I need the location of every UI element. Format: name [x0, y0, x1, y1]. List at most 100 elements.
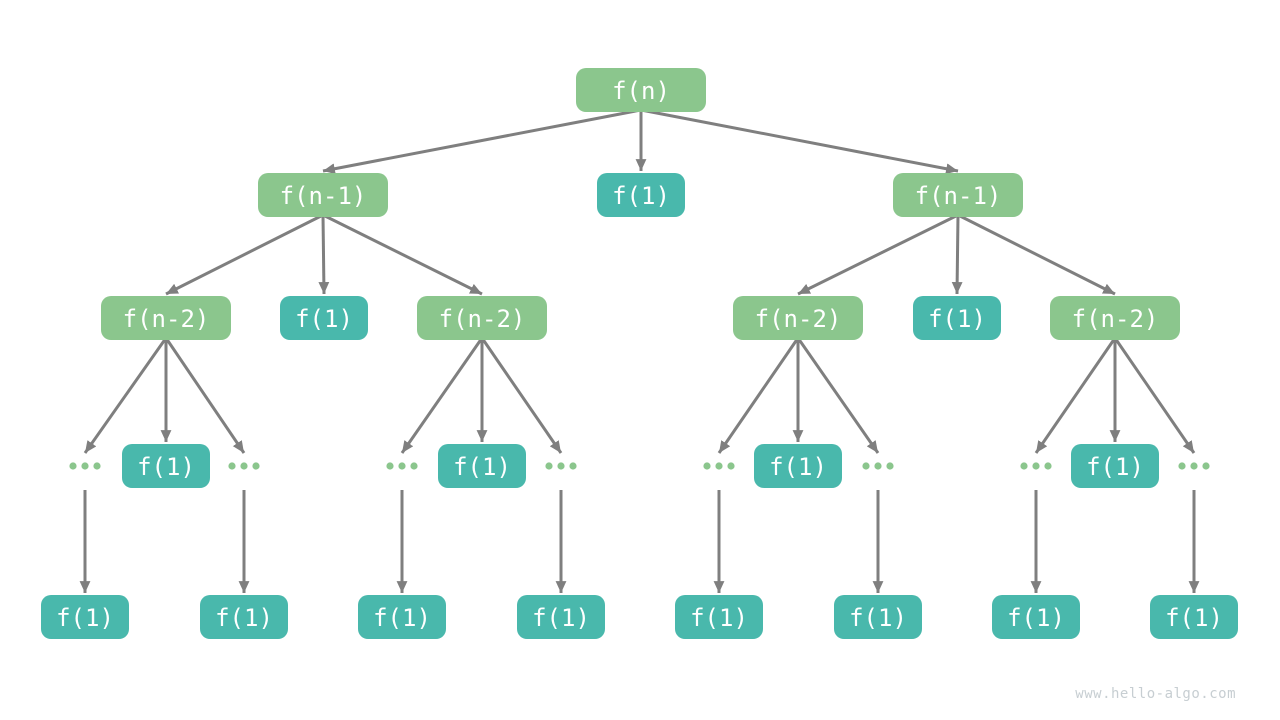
- dot-icon: [1178, 462, 1186, 470]
- tree-node-label: f(n-1): [280, 182, 367, 210]
- tree-node-box: [41, 595, 129, 639]
- tree-node-box: [733, 296, 863, 340]
- tree-node-box: [992, 595, 1080, 639]
- edge-arrow: [1113, 337, 1196, 454]
- edge-arrow: [796, 337, 880, 454]
- tree-node-box: [417, 296, 547, 340]
- ellipsis-dots: [228, 462, 260, 470]
- tree-node-box: [576, 68, 706, 112]
- tree-node-l7: f(1): [992, 595, 1080, 639]
- tree-node-label: f(1): [849, 604, 907, 632]
- tree-node-label: f(n-2): [123, 305, 210, 333]
- tree-node-box: [358, 595, 446, 639]
- dot-icon: [545, 462, 553, 470]
- watermark: www.hello-algo.com: [1075, 686, 1236, 702]
- ellipsis-dots: [545, 462, 577, 470]
- tree-node-box: [834, 595, 922, 639]
- dot-icon: [1044, 462, 1052, 470]
- tree-node-box: [280, 296, 368, 340]
- tree-node-label: f(1): [1007, 604, 1065, 632]
- dot-icon: [81, 462, 89, 470]
- nodes-layer: f(n) f(n-1) f(1) f(n-1) f(n-2) f(1) f(n-2) f(n-…: [41, 68, 1238, 639]
- dot-icon: [874, 462, 882, 470]
- tree-node-label: f(1): [215, 604, 273, 632]
- tree-node-label: f(1): [532, 604, 590, 632]
- tree-node-label: f(1): [928, 305, 986, 333]
- dot-icon: [886, 462, 894, 470]
- edge-arrow: [165, 213, 324, 296]
- tree-node-b6: f(n-2): [1050, 296, 1180, 340]
- tree-node-label: f(1): [137, 453, 195, 481]
- tree-node-l2: f(1): [200, 595, 288, 639]
- tree-node-label: f(1): [769, 453, 827, 481]
- tree-node-c4: f(1): [1071, 444, 1159, 488]
- tree-node-l3: f(1): [358, 595, 446, 639]
- dot-icon: [1202, 462, 1210, 470]
- edge-arrow: [640, 108, 959, 175]
- tree-node-c2: f(1): [438, 444, 526, 488]
- tree-node-l8: f(1): [1150, 595, 1238, 639]
- edge-arrow: [717, 337, 800, 454]
- dot-icon: [1190, 462, 1198, 470]
- tree-node-label: f(n-2): [1072, 305, 1159, 333]
- dot-icon: [862, 462, 870, 470]
- dot-icon: [240, 462, 248, 470]
- tree-node-label: f(n-2): [439, 305, 526, 333]
- dot-icon: [69, 462, 77, 470]
- ellipsis-dots: [862, 462, 894, 470]
- tree-node-box: [122, 444, 210, 488]
- tree-node-box: [913, 296, 1001, 340]
- dot-icon: [1032, 462, 1040, 470]
- tree-node-b1: f(n-2): [101, 296, 231, 340]
- tree-node-box: [517, 595, 605, 639]
- tree-node-l6: f(1): [834, 595, 922, 639]
- tree-node-c3: f(1): [754, 444, 842, 488]
- tree-node-b2: f(1): [280, 296, 368, 340]
- ellipsis-dots: [69, 462, 101, 470]
- tree-node-label: f(n-1): [915, 182, 1002, 210]
- tree-node-box: [258, 173, 388, 217]
- tree-node-b5: f(1): [913, 296, 1001, 340]
- ellipsis-dots: [1178, 462, 1210, 470]
- ellipsis-dots: [1020, 462, 1052, 470]
- edge-arrow: [797, 213, 959, 296]
- edge-arrow: [957, 213, 1116, 296]
- tree-node-label: f(1): [690, 604, 748, 632]
- edge-arrow: [951, 214, 963, 295]
- tree-node-label: f(1): [612, 182, 670, 210]
- tree-node-box: [675, 595, 763, 639]
- edge-arrow: [322, 108, 642, 175]
- tree-node-c1: f(1): [122, 444, 210, 488]
- dot-icon: [410, 462, 418, 470]
- tree-node-n0: f(n): [576, 68, 706, 112]
- edge-arrow: [480, 337, 563, 454]
- tree-node-label: f(n): [612, 77, 670, 105]
- edge-arrow: [322, 213, 483, 296]
- dot-icon: [386, 462, 394, 470]
- tree-node-box: [893, 173, 1023, 217]
- ellipsis-dots: [703, 462, 735, 470]
- tree-node-a1: f(n-1): [258, 173, 388, 217]
- tree-node-l5: f(1): [675, 595, 763, 639]
- tree-node-a3: f(n-1): [893, 173, 1023, 217]
- dot-icon: [569, 462, 577, 470]
- tree-node-label: f(1): [1165, 604, 1223, 632]
- dot-icon: [1020, 462, 1028, 470]
- ellipsis-dots: [386, 462, 418, 470]
- dot-icon: [727, 462, 735, 470]
- dot-icon: [93, 462, 101, 470]
- edge-arrow: [400, 337, 484, 454]
- edge-arrow: [83, 337, 168, 454]
- tree-node-box: [597, 173, 685, 217]
- tree-node-box: [101, 296, 231, 340]
- tree-node-box: [754, 444, 842, 488]
- tree-node-label: f(n-2): [755, 305, 842, 333]
- dot-icon: [228, 462, 236, 470]
- edge-arrow: [318, 214, 330, 295]
- tree-node-label: f(1): [373, 604, 431, 632]
- dot-icon: [398, 462, 406, 470]
- tree-node-b4: f(n-2): [733, 296, 863, 340]
- tree-node-label: f(1): [56, 604, 114, 632]
- tree-node-box: [1050, 296, 1180, 340]
- edge-arrow: [1034, 337, 1117, 454]
